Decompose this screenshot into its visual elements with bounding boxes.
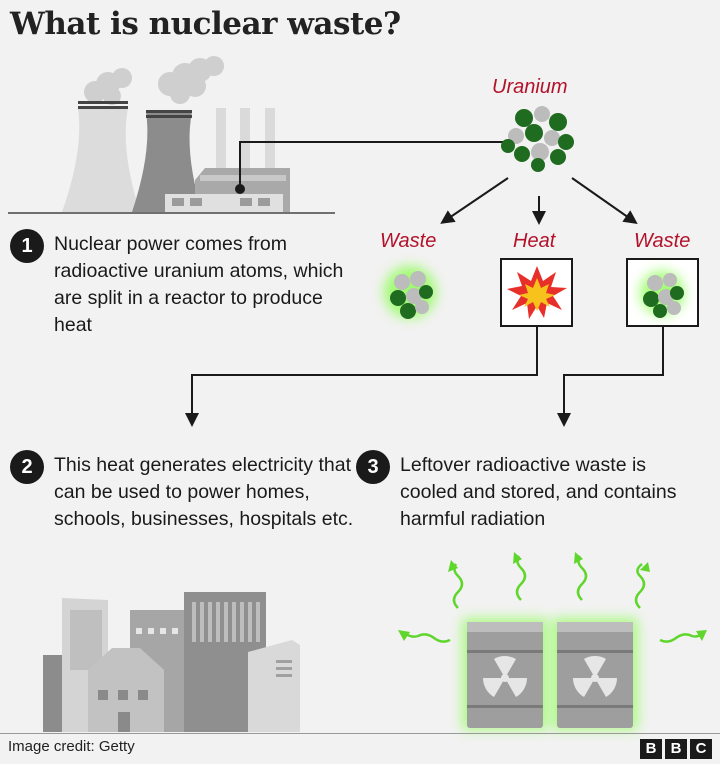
step-number-badge: 2 [10,450,44,484]
radiation-symbol-icon [573,656,617,697]
step-number-badge: 3 [356,450,390,484]
logo-letter: B [640,739,662,759]
radiation-symbol-icon [483,656,527,697]
bbc-logo: B B C [640,739,712,759]
step-text: This heat generates electricity that can… [54,454,354,530]
power-plant-icon [8,56,335,214]
waste-label: Waste [380,230,437,252]
logo-letter: C [690,739,712,759]
waste-label: Waste [634,230,691,252]
page-title: What is nuclear waste? [10,6,401,42]
explosion-icon [507,266,567,319]
uranium-atom-icon [640,271,684,318]
radiation-wave-icon [405,555,705,643]
step-text: Nuclear power comes from radioactive ura… [54,233,344,336]
city-buildings-icon [43,592,300,732]
heat-label: Heat [513,230,556,252]
uranium-atom-icon [384,266,436,319]
step-text: Leftover radioactive waste is cooled and… [400,454,677,530]
footer [0,733,720,764]
radioactive-barrel-icon [552,618,638,730]
image-credit: Image credit: Getty [8,738,135,755]
step-number-badge: 1 [10,229,44,263]
uranium-atom-icon [501,106,574,172]
logo-letter: B [665,739,687,759]
uranium-label: Uranium [492,76,568,98]
